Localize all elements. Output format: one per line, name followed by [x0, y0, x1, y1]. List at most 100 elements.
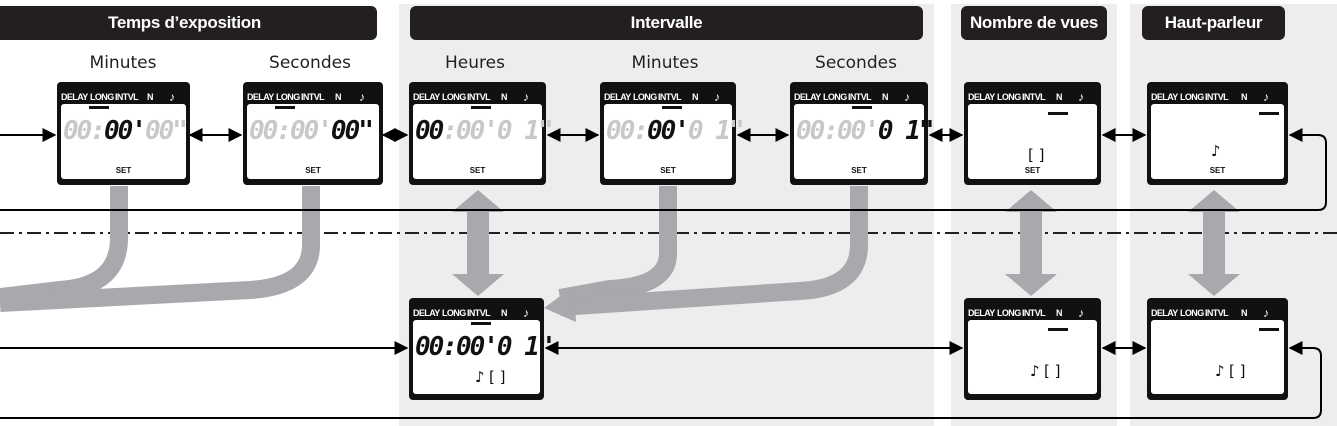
header-shots: Nombre de vues — [961, 6, 1107, 40]
shots-counter-bracket: [ ] — [1229, 362, 1246, 380]
tag-long: LONG — [442, 308, 466, 318]
music-note-icon: ♪ — [904, 90, 910, 104]
music-note-icon: ♪ — [169, 90, 175, 104]
subheader-interval-minutes: Minutes — [631, 53, 699, 73]
tag-intvl: INTVL — [1022, 92, 1046, 102]
flow-exp-minutes — [0, 186, 128, 306]
digits-seconds: 0 1" — [877, 116, 935, 146]
shots-counter-bracket: [ ] — [489, 368, 506, 386]
tag-long: LONG — [997, 92, 1021, 102]
double-arrow-interval — [452, 190, 504, 296]
header-speaker: Haut-parleur — [1142, 6, 1285, 40]
lcd-digits: 00:00'0 1" — [796, 116, 935, 146]
lcd-screen: 00:00'0 1" SET — [794, 104, 935, 179]
tag-n: N — [882, 92, 888, 102]
mode-indicator-bar — [1259, 328, 1279, 331]
lcd-tags: DELAY LONG INTVL N ♪ — [411, 306, 542, 320]
mode-indicator-bar — [275, 106, 295, 109]
tag-intvl: INTVL — [658, 92, 682, 102]
tag-n: N — [335, 92, 341, 102]
lcd-tags: DELAY LONG INTVL N ♪ — [59, 90, 188, 104]
lcd-digits: 00:00'00" — [249, 116, 377, 146]
digits-hours: 00 — [415, 116, 444, 146]
lcd-tags: DELAY LONG INTVL N ♪ — [245, 90, 381, 104]
speaker-note-icon: ♪ — [1211, 142, 1221, 160]
tag-delay: DELAY — [413, 92, 440, 102]
set-label: SET — [305, 166, 321, 175]
shots-counter-bracket: [ ] — [1028, 146, 1045, 164]
lcd-exposure-minutes: DELAY LONG INTVL N ♪ 00:00'00" SET — [57, 82, 190, 185]
subheader-interval-hours: Heures — [445, 53, 505, 73]
digits-minutes: 00' — [646, 116, 690, 146]
tag-intvl: INTVL — [467, 308, 491, 318]
connector-return-bottom — [0, 341, 1322, 419]
digits-seconds: 0 1" — [687, 116, 745, 146]
lcd-interval-full: DELAY LONG INTVL N ♪ 00:00'0 1" ♪ [ ] — [409, 298, 554, 400]
music-note-icon: ♪ — [714, 90, 720, 104]
double-arrow-speaker — [1188, 190, 1240, 296]
tag-intvl: INTVL — [301, 92, 325, 102]
header-interval: Intervalle — [410, 6, 923, 40]
lcd-tags: DELAY LONG INTVL N ♪ — [1149, 306, 1286, 320]
tag-n: N — [1056, 308, 1062, 318]
lcd-screen: 00:00'0 1" SET — [413, 104, 554, 179]
lcd-digits: 00:00'0 1" — [415, 116, 554, 146]
lcd-tags: DELAY LONG INTVL N ♪ — [966, 306, 1099, 320]
tag-delay: DELAY — [968, 308, 995, 318]
tag-intvl: INTVL — [1022, 308, 1046, 318]
flow-int-minutes — [558, 186, 677, 307]
music-note-icon: ♪ — [523, 90, 529, 104]
lcd-screen: 00:00'0 1" SET — [604, 104, 745, 179]
tag-delay: DELAY — [61, 92, 88, 102]
speaker-note-icon: ♪ — [1030, 362, 1040, 380]
lcd-interval-seconds: DELAY LONG INTVL N ♪ 00:00'0 1" SET — [790, 82, 935, 185]
tag-long: LONG — [1180, 92, 1204, 102]
mode-indicator-bar — [471, 106, 491, 109]
set-label: SET — [660, 166, 676, 175]
digits-hours: 00: — [606, 116, 649, 146]
tag-intvl: INTVL — [848, 92, 872, 102]
digits-minutes: 00' — [103, 116, 147, 146]
mode-indicator-bar — [662, 106, 682, 109]
tag-delay: DELAY — [968, 92, 995, 102]
tag-intvl: INTVL — [1205, 92, 1229, 102]
lcd-speaker-bottom: DELAY LONG INTVL N ♪ ♪ [ ] — [1147, 298, 1288, 400]
lcd-tags: DELAY LONG INTVL N ♪ — [602, 90, 734, 104]
music-note-icon: ♪ — [1263, 90, 1269, 104]
tag-delay: DELAY — [604, 92, 631, 102]
mode-indicator-bar — [1048, 328, 1068, 331]
tag-delay: DELAY — [413, 308, 440, 318]
digits-rest: :00'0 1" — [442, 116, 553, 146]
music-note-icon: ♪ — [523, 306, 529, 320]
lcd-tags: DELAY LONG INTVL N ♪ — [792, 90, 926, 104]
flow-int-seconds — [559, 186, 868, 316]
lcd-screen: ♪ [ ] — [968, 320, 1097, 394]
flow-arrowhead-interval — [544, 286, 576, 322]
digits-hours-minutes: 00:00' — [249, 116, 333, 146]
tag-n: N — [1241, 92, 1247, 102]
lcd-digits: 00:00'0 1" — [606, 116, 745, 146]
lcd-interval-hours: DELAY LONG INTVL N ♪ 00:00'0 1" SET — [409, 82, 554, 185]
tag-n: N — [147, 92, 153, 102]
set-label: SET — [851, 166, 867, 175]
lcd-shots-bottom: DELAY LONG INTVL N ♪ ♪ [ ] — [964, 298, 1101, 400]
tag-long: LONG — [1180, 308, 1204, 318]
tag-long: LONG — [90, 92, 114, 102]
double-arrow-shots — [1005, 190, 1057, 296]
digits-hours-minutes: 00:00' — [796, 116, 880, 146]
lcd-tags: DELAY LONG INTVL N ♪ — [1149, 90, 1286, 104]
speaker-note-icon: ♪ — [475, 368, 485, 386]
subheader-exposure-seconds: Secondes — [269, 53, 351, 73]
subheader-exposure-minutes: Minutes — [89, 53, 157, 73]
speaker-note-icon: ♪ — [1215, 362, 1225, 380]
mode-indicator-bar — [1259, 112, 1279, 115]
tag-delay: DELAY — [1151, 308, 1178, 318]
lcd-exposure-seconds: DELAY LONG INTVL N ♪ 00:00'00" SET — [243, 82, 383, 185]
set-label: SET — [115, 166, 132, 175]
mode-indicator-bar — [1048, 112, 1068, 115]
shots-counter-bracket: [ ] — [1044, 362, 1061, 380]
lcd-digits: 00:00'00" — [63, 116, 188, 146]
tag-intvl: INTVL — [1205, 308, 1229, 318]
music-note-icon: ♪ — [1078, 90, 1084, 104]
